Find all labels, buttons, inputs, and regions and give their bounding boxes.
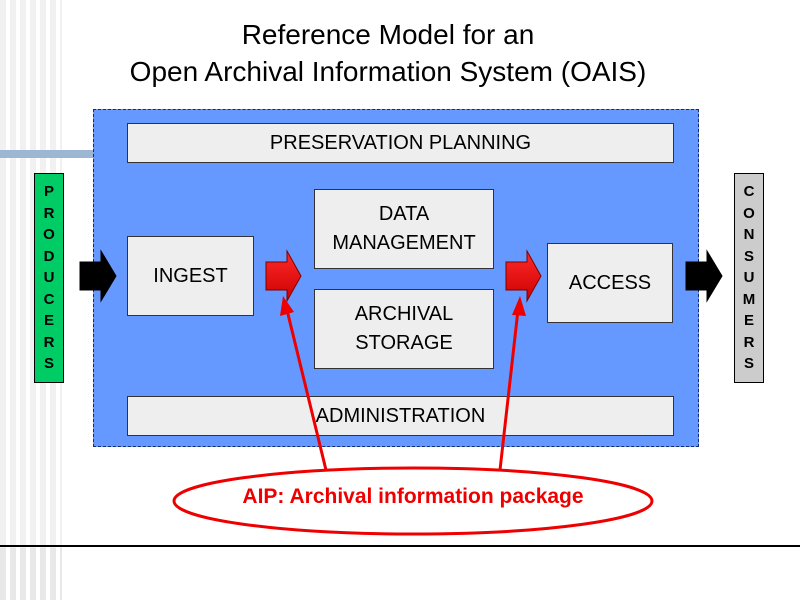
consumers-letter: O: [743, 204, 755, 222]
title-line-1: Reference Model for an: [241, 19, 535, 50]
producers-letter: R: [43, 333, 55, 351]
access-label: ACCESS: [568, 271, 652, 294]
producers-letter: D: [43, 247, 55, 265]
aip-arrow-access-side: [505, 249, 542, 303]
aip-pointer-head-left: [280, 296, 294, 316]
producers-letter: R: [43, 204, 55, 222]
administration-label: ADMINISTRATION: [315, 404, 486, 427]
consumers-letter: C: [743, 183, 755, 201]
accent-bar: [0, 150, 98, 158]
slide-background-stripes-bottom: [0, 548, 62, 600]
aip-pointer-line-left: [285, 309, 328, 471]
producers-letter: C: [43, 290, 55, 308]
archival-storage-box: ARCHIVAL STORAGE: [314, 289, 494, 369]
aip-callout-ellipse: [172, 466, 654, 536]
ingest-box: INGEST: [127, 236, 254, 316]
consumers-letter: E: [743, 312, 754, 330]
title-line-2: Open Archival Information System (OAIS): [129, 56, 647, 87]
administration-box: ADMINISTRATION: [127, 396, 674, 436]
data-management-label-line-1: DATA: [378, 203, 430, 225]
consumers-bar: C O N S U M E R S: [734, 173, 764, 383]
data-management-label-line-2: MANAGEMENT: [332, 232, 476, 254]
preservation-planning-box: PRESERVATION PLANNING: [127, 123, 674, 163]
producers-letter: S: [43, 355, 54, 373]
producers-letter: O: [43, 226, 55, 244]
consumers-letter: S: [743, 355, 754, 373]
producers-bar: P R O D U C E R S: [34, 173, 64, 383]
aip-pointer-line-right: [498, 309, 520, 471]
archival-storage-label-line-1: ARCHIVAL: [354, 303, 454, 325]
ingest-label: INGEST: [153, 264, 228, 287]
slide-bottom-rule: [0, 545, 800, 547]
producers-to-ingest-arrow: [79, 249, 117, 303]
consumers-letter: R: [743, 333, 755, 351]
preservation-planning-label: PRESERVATION PLANNING: [269, 131, 532, 154]
producers-letter: E: [43, 312, 54, 330]
archival-storage-label-line-2: STORAGE: [355, 332, 453, 354]
access-to-consumers-arrow: [685, 249, 723, 303]
producers-letter: U: [43, 269, 55, 287]
slide-title: Reference Model for an Open Archival Inf…: [0, 16, 776, 90]
access-box: ACCESS: [547, 243, 673, 323]
aip-arrow-ingest-side: [265, 249, 302, 303]
consumers-letter: N: [743, 226, 755, 244]
data-management-box: DATA MANAGEMENT: [314, 189, 494, 269]
aip-label: AIP: Archival information package: [242, 485, 584, 508]
consumers-letter: M: [742, 290, 756, 308]
consumers-letter: U: [743, 269, 755, 287]
aip-pointer-head-right: [512, 296, 526, 316]
producers-letter: P: [43, 183, 54, 201]
consumers-letter: S: [743, 247, 754, 265]
